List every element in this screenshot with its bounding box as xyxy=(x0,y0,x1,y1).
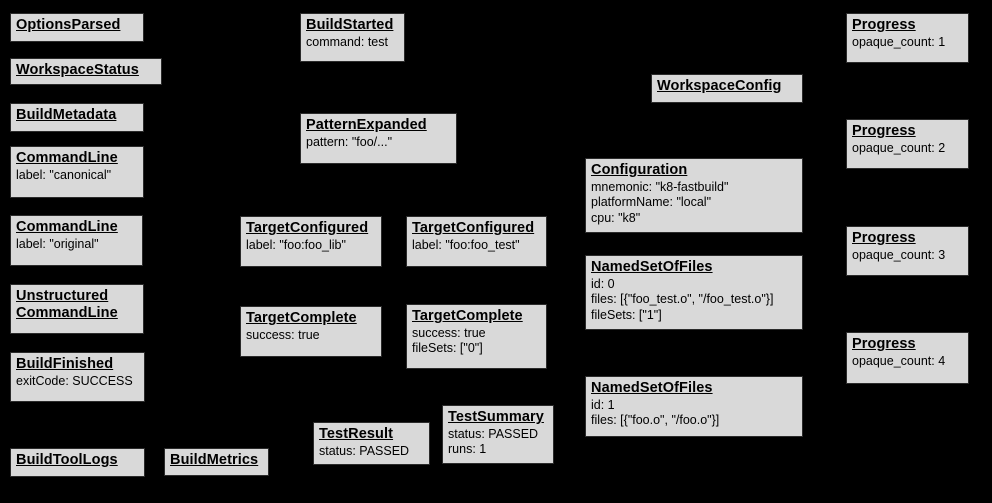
node-unstructured-command-line: Unstructured CommandLine xyxy=(10,284,144,334)
node-progress-1: Progress opaque_count: 1 xyxy=(846,13,969,63)
node-title: WorkspaceStatus xyxy=(16,62,139,78)
node-title: CommandLine xyxy=(16,150,118,166)
node-body: success: true xyxy=(246,328,320,343)
node-title: Progress xyxy=(852,17,916,33)
node-body: opaque_count: 2 xyxy=(852,141,946,156)
node-title: PatternExpanded xyxy=(306,117,427,133)
node-body: opaque_count: 3 xyxy=(852,248,946,263)
node-named-set-of-files-1: NamedSetOfFiles id: 1 files: [{"foo.o", … xyxy=(585,376,803,437)
node-body: id: 1 files: [{"foo.o", "/foo.o"}] xyxy=(591,398,720,428)
node-progress-3: Progress opaque_count: 3 xyxy=(846,226,969,276)
node-target-configured-foo-lib: TargetConfigured label: "foo:foo_lib" xyxy=(240,216,382,267)
node-command-line-canonical: CommandLine label: "canonical" xyxy=(10,146,144,198)
node-title: Progress xyxy=(852,123,916,139)
node-target-configured-foo-test: TargetConfigured label: "foo:foo_test" xyxy=(406,216,547,267)
node-title: TargetComplete xyxy=(412,308,523,324)
node-build-finished: BuildFinished exitCode: SUCCESS xyxy=(10,352,145,402)
node-body: pattern: "foo/..." xyxy=(306,135,393,150)
node-command-line-original: CommandLine label: "original" xyxy=(10,215,143,266)
node-workspace-status: WorkspaceStatus xyxy=(10,58,162,85)
node-title: Progress xyxy=(852,230,916,246)
node-body: opaque_count: 4 xyxy=(852,354,946,369)
node-title: Configuration xyxy=(591,162,688,178)
node-title: CommandLine xyxy=(16,219,118,235)
node-title: WorkspaceConfig xyxy=(657,78,782,94)
node-body: command: test xyxy=(306,35,388,50)
node-title: TargetComplete xyxy=(246,310,357,326)
node-body: label: "foo:foo_lib" xyxy=(246,238,346,253)
node-options-parsed: OptionsParsed xyxy=(10,13,144,42)
node-target-complete-foo-lib: TargetComplete success: true xyxy=(240,306,382,357)
node-progress-2: Progress opaque_count: 2 xyxy=(846,119,969,169)
node-title: NamedSetOfFiles xyxy=(591,380,713,396)
node-title: Unstructured CommandLine xyxy=(16,288,118,322)
node-build-started: BuildStarted command: test xyxy=(300,13,405,62)
node-title: BuildMetrics xyxy=(170,452,259,468)
node-title: TestSummary xyxy=(448,409,544,425)
node-build-metadata: BuildMetadata xyxy=(10,103,144,132)
node-title: TargetConfigured xyxy=(246,220,369,236)
node-test-summary: TestSummary status: PASSED runs: 1 xyxy=(442,405,554,464)
node-configuration: Configuration mnemonic: "k8-fastbuild" p… xyxy=(585,158,803,233)
node-title: OptionsParsed xyxy=(16,17,121,33)
node-test-result: TestResult status: PASSED xyxy=(313,422,430,465)
node-workspace-config: WorkspaceConfig xyxy=(651,74,803,103)
node-title: NamedSetOfFiles xyxy=(591,259,713,275)
node-named-set-of-files-0: NamedSetOfFiles id: 0 files: [{"foo_test… xyxy=(585,255,803,330)
node-title: TargetConfigured xyxy=(412,220,535,236)
node-body: label: "canonical" xyxy=(16,168,112,183)
node-title: BuildStarted xyxy=(306,17,394,33)
node-body: status: PASSED runs: 1 xyxy=(448,427,539,457)
node-body: success: true fileSets: ["0"] xyxy=(412,326,486,356)
node-body: opaque_count: 1 xyxy=(852,35,946,50)
node-title: BuildToolLogs xyxy=(16,452,118,468)
node-title: TestResult xyxy=(319,426,394,442)
node-body: exitCode: SUCCESS xyxy=(16,374,133,389)
node-progress-4: Progress opaque_count: 4 xyxy=(846,332,969,384)
node-body: id: 0 files: [{"foo_test.o", "/foo_test.… xyxy=(591,277,774,322)
node-body: label: "foo:foo_test" xyxy=(412,238,520,253)
node-title: BuildFinished xyxy=(16,356,114,372)
node-pattern-expanded: PatternExpanded pattern: "foo/..." xyxy=(300,113,457,164)
node-body: label: "original" xyxy=(16,237,99,252)
node-build-metrics: BuildMetrics xyxy=(164,448,269,476)
node-title: Progress xyxy=(852,336,916,352)
node-body: mnemonic: "k8-fastbuild" platformName: "… xyxy=(591,180,729,225)
node-body: status: PASSED xyxy=(319,444,410,459)
node-title: BuildMetadata xyxy=(16,107,117,123)
node-target-complete-foo-test: TargetComplete success: true fileSets: [… xyxy=(406,304,547,369)
node-build-tool-logs: BuildToolLogs xyxy=(10,448,145,477)
